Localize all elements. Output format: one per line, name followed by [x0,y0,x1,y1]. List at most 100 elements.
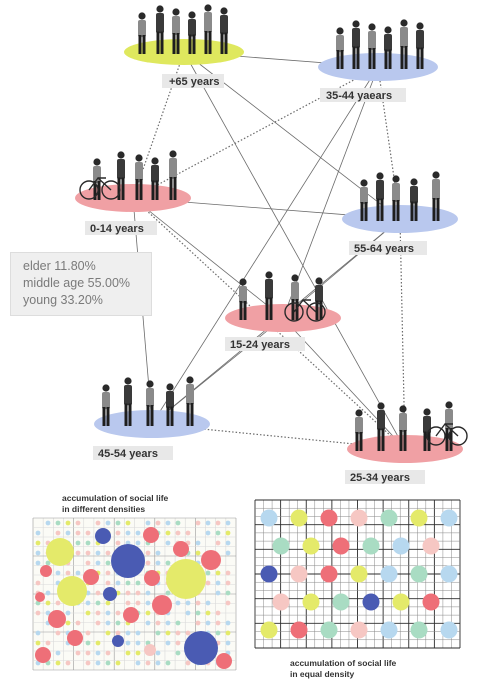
platform-g55 [342,205,458,233]
small-dot [225,620,231,626]
small-dot [95,650,101,656]
person-torso [368,31,376,50]
small-dot [95,560,101,566]
equal-circle [260,565,278,583]
person-leg [380,198,384,221]
people-silhouettes [79,4,468,451]
person-head [186,376,194,384]
person-head [399,405,407,413]
density-circle [67,630,83,646]
small-dot [145,660,151,666]
person-torso [146,388,154,407]
density-circle [112,635,124,647]
small-dot [135,540,141,546]
small-dot [65,620,71,626]
person-leg [377,428,381,451]
person-figure [291,274,299,320]
person-leg [392,200,396,221]
person-torso [117,159,125,180]
small-dot [165,520,171,526]
small-dot [185,600,191,606]
small-dot [95,640,101,646]
small-dot [105,520,111,526]
small-dot [165,560,171,566]
person-figure [377,402,385,451]
small-dot [65,660,71,666]
equal-circle [440,621,458,639]
small-dot [55,650,61,656]
small-dot [155,620,161,626]
small-dot [115,580,121,586]
person-leg [128,403,132,426]
small-dot [85,550,91,556]
bicycle-wheel [448,426,468,446]
platform-g15 [225,304,341,332]
person-figure [392,175,400,221]
small-dot [85,650,91,656]
small-dot [205,620,211,626]
small-dot [85,660,91,666]
person-leg [352,46,356,69]
small-dot [65,610,71,616]
person-figure [124,377,132,426]
small-dot [105,610,111,616]
person-figure [239,278,247,320]
person-leg [176,33,180,54]
small-dot [95,600,101,606]
person-torso [102,392,110,410]
small-dot [225,550,231,556]
person-leg [138,35,142,54]
person-leg [423,431,427,451]
caption-equal-density: accumulation of social life in equal den… [290,658,396,680]
person-torso [360,187,368,205]
person-head [368,23,376,31]
small-dot [215,520,221,526]
small-dot [125,640,131,646]
label-45-54-years: 45-54 years [98,448,158,460]
small-dot [115,660,121,666]
person-head [352,20,360,28]
small-dot [75,540,81,546]
person-leg [172,33,176,54]
person-torso [138,20,146,38]
small-dot [115,630,121,636]
small-dot [145,520,151,526]
small-dot [105,600,111,606]
small-dot [165,630,171,636]
density-circle [152,595,172,615]
person-leg [384,49,388,69]
equal-circle [350,509,368,527]
small-dot [75,650,81,656]
person-leg [102,407,106,426]
bicycle-wheel [426,426,446,446]
person-leg [381,428,385,451]
small-dot [75,550,81,556]
person-head [291,274,299,282]
equal-circle [410,621,428,639]
person-leg [336,50,340,69]
small-dot [135,590,141,596]
small-dot [125,630,131,636]
person-leg [269,297,273,320]
person-torso [265,279,273,300]
small-dot [175,620,181,626]
small-dot [95,520,101,526]
person-head [135,154,143,162]
person-torso [188,19,196,37]
person-leg [239,301,243,320]
small-dot [155,560,161,566]
person-head [138,12,146,20]
person-leg [188,34,192,54]
person-head [432,171,440,179]
bicycle-wheel [306,302,326,322]
person-torso [315,285,323,303]
small-dot [225,630,231,636]
small-dot [205,570,211,576]
small-dot [115,620,121,626]
small-dot [225,570,231,576]
density-circle [123,607,139,623]
person-leg [146,405,150,426]
small-dot [45,640,51,646]
small-dot [35,530,41,536]
person-leg [169,177,173,200]
